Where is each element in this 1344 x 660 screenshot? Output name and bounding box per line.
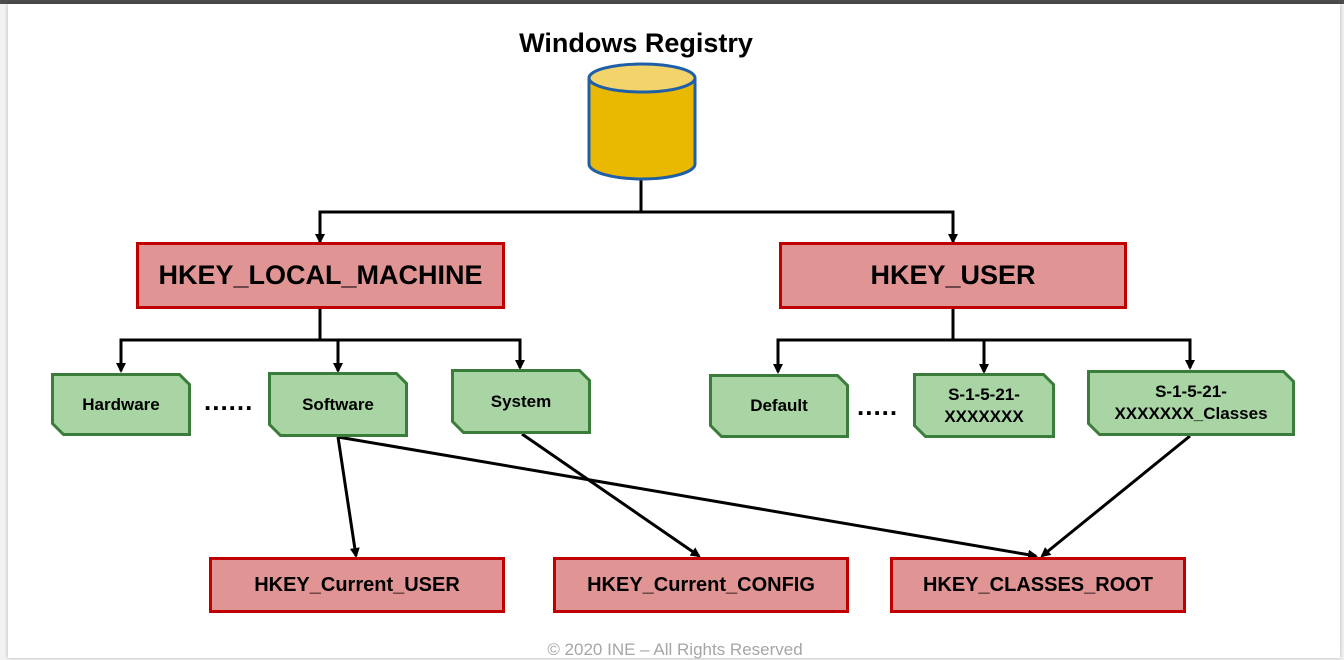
subkey-label-line2: XXXXXXX [944,406,1024,426]
subkey-label-line1: S-1-5-21- [1155,382,1227,401]
arrow-db-to-local-machine [315,210,641,244]
arrow-user-to-default [773,338,953,374]
arrow-user-to-sid [953,338,989,374]
hive-label: HKEY_Current_CONFIG [587,573,815,596]
hive-hkey-local-machine: HKEY_LOCAL_MACHINE [136,242,505,309]
subkey-sid-classes: S-1-5-21- XXXXXXX_Classes [1087,370,1295,436]
hive-label: HKEY_CLASSES_ROOT [922,573,1154,596]
subkey-sid: S-1-5-21- XXXXXXX [913,373,1055,438]
snipped-rect-shape [268,372,408,437]
copyright-footer: © 2020 INE – All Rights Reserved [547,640,803,659]
subkey-label: System [490,391,552,411]
diagram-title: Windows Registry [519,28,753,58]
snipped-rect-shape [51,373,191,436]
hive-label: HKEY_USER [870,260,1036,290]
top-border [0,0,1344,4]
hive-hkey-current-user: HKEY_Current_USER [209,557,505,613]
subkey-label: Hardware [82,394,160,414]
snipped-rect-shape [913,373,1055,438]
arrow-lm-to-software [320,338,343,373]
subkey-label: S-1-5-21- XXXXXXX [944,384,1023,428]
arrow-software-to-current-user [336,436,360,558]
arrow-lm-to-hardware [116,338,320,373]
snipped-rect-shape [451,369,591,434]
arrow-lm-to-system [320,338,525,370]
subkey-default: Default [709,374,849,438]
subkey-system: System [451,369,591,434]
snipped-rect-shape [709,374,849,438]
subkey-label: S-1-5-21- XXXXXXX_Classes [1114,381,1267,425]
hive-hkey-current-config: HKEY_Current_CONFIG [553,557,849,613]
subkey-label: Default [750,396,808,415]
subkey-label-line2: XXXXXXX_Classes [1114,404,1268,423]
arrow-classes-to-classes-root [1040,434,1191,558]
arrow-user-to-classes [953,338,1195,370]
ellipsis-lm: ...... [204,386,254,416]
subkey-hardware: Hardware [51,373,191,436]
ellipsis-user: ..... [857,391,899,421]
arrow-software-to-classes-root [337,435,1038,560]
database-icon [587,62,697,181]
subkey-software: Software [268,372,408,437]
arrow-db-to-user [641,210,958,244]
hive-label: HKEY_Current_USER [254,573,460,596]
arrow-system-to-current-config [521,432,701,558]
subkey-label: Software [302,394,374,414]
hive-hkey-classes-root: HKEY_CLASSES_ROOT [890,557,1186,613]
hive-label: HKEY_LOCAL_MACHINE [158,260,483,290]
snipped-rect-shape [1087,370,1295,436]
hive-hkey-user: HKEY_USER [779,242,1127,309]
subkey-label-line1: S-1-5-21- [948,384,1020,404]
